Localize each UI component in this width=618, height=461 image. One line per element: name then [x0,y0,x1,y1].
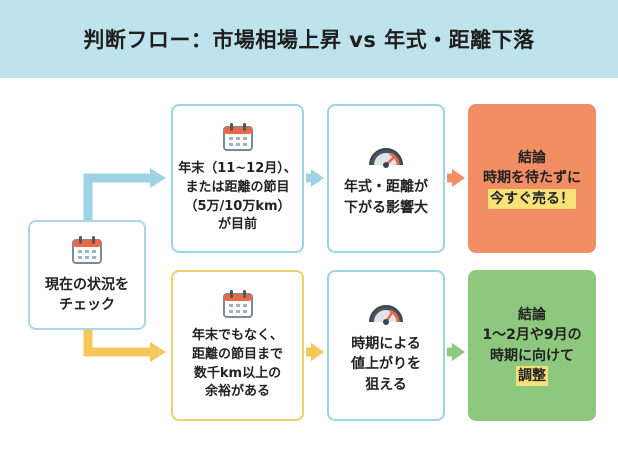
result-bottom-line: 1～2月や9月の 時期に向けて [482,327,582,364]
result-top-line: 時期を待たずに [483,170,581,187]
speedometer-icon [369,148,403,169]
condition-bottom-label: 年末でもなく、 距離の節目まで 数千km以上の 余裕がある [191,327,283,400]
start-label: 現在の状況を チェック [45,276,129,313]
arrow-start-to-top [83,173,150,220]
impact-top-node: 年式・距離が 下がる影響大 [327,104,445,253]
arrow-start-to-bottom [83,330,150,357]
result-bottom-node: 結論 1～2月や9月の 時期に向けて 調整 [468,270,596,421]
calendar-icon [222,122,253,151]
condition-bottom-node: 年末でもなく、 距離の節目まで 数千km以上の 余裕がある [171,270,304,421]
arrowhead-start-to-bottom [150,342,166,362]
page-title: 判断フロー：市場相場上昇 vs 年式・距離下落 [83,28,535,52]
impact-top-label: 年式・距離が 下がる影響大 [344,179,428,216]
condition-top-node: 年末（11~12月）、 または距離の節目 （5万/10万km） が目前 [171,104,304,253]
header-banner: 判断フロー：市場相場上昇 vs 年式・距離下落 [0,0,618,78]
condition-top-label: 年末（11~12月）、 または距離の節目 （5万/10万km） が目前 [178,160,297,233]
arrowhead-top-1 [311,169,324,187]
arrowhead-top-2 [452,169,465,187]
result-top-emphasis: 今すぐ売る！ [488,188,576,209]
result-top-title: 結論 [518,150,546,167]
calendar-icon [72,235,102,264]
result-top-node: 結論 時期を待たずに 今すぐ売る！ [468,104,596,253]
result-bottom-title: 結論 [518,306,546,323]
impact-bottom-node: 時期による 値上がりを 狙える [327,270,445,421]
impact-bottom-label: 時期による 値上がりを 狙える [351,336,421,393]
calendar-icon [222,289,253,318]
arrowhead-start-to-top [150,168,166,188]
arrowhead-bottom-1 [311,343,324,361]
start-node: 現在の状況を チェック [28,220,146,330]
arrowhead-bottom-2 [452,343,465,361]
speedometer-icon [369,305,403,326]
result-bottom-emphasis: 調整 [516,365,548,387]
